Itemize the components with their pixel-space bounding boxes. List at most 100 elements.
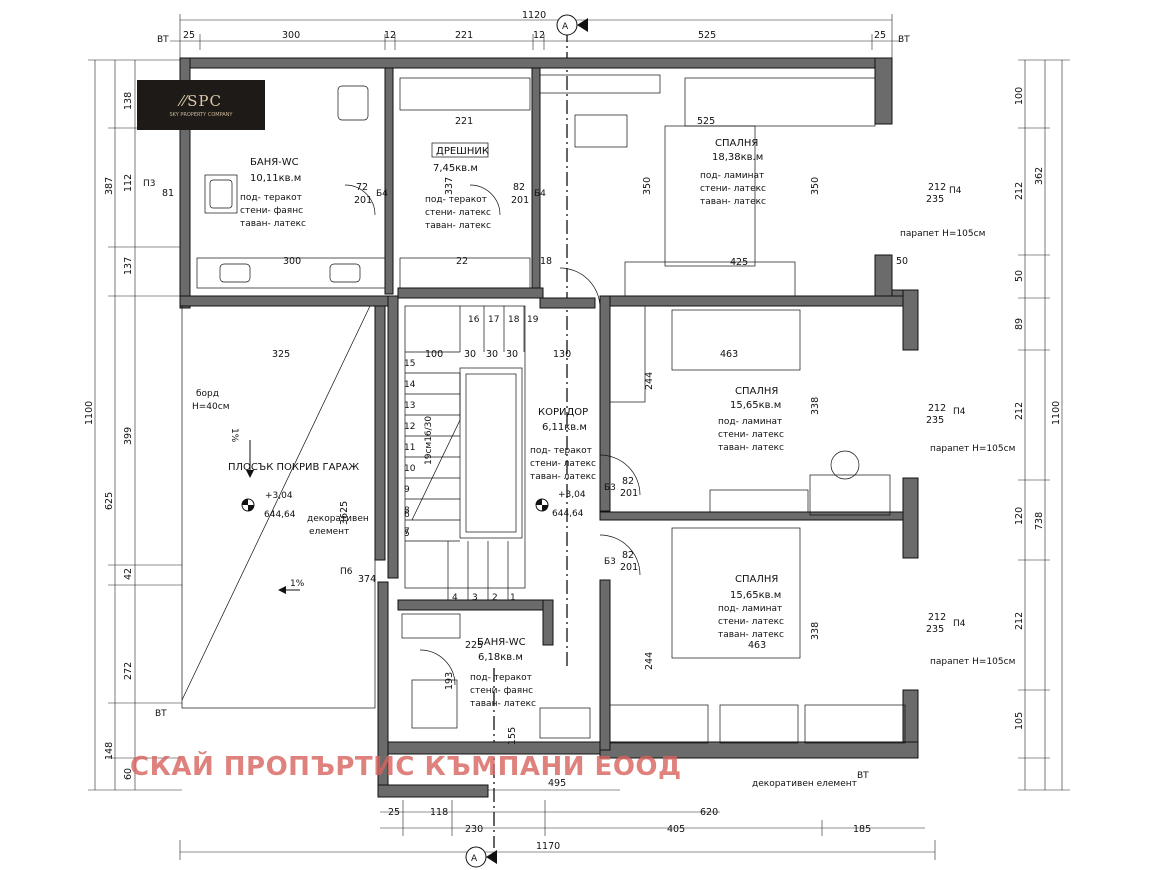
closet-ceiling: таван- латекс bbox=[425, 221, 491, 231]
dim-top-2: 300 bbox=[282, 30, 300, 41]
dim-left-387: 387 bbox=[104, 177, 115, 195]
bath2-floor: под- теракот bbox=[470, 673, 532, 683]
bath1-walls: стени- фаянс bbox=[240, 206, 303, 216]
parapet-label-3: парапет H=105см bbox=[930, 657, 1015, 667]
section-label-bottom: А bbox=[471, 854, 478, 864]
dim-inner-325: 325 bbox=[272, 349, 290, 360]
dim-left-81: 81 bbox=[162, 188, 174, 199]
fixtures bbox=[196, 74, 906, 744]
step-2: 2 bbox=[492, 593, 498, 603]
step-10: 10 bbox=[404, 464, 416, 474]
roof-level: +3,04 bbox=[265, 491, 293, 501]
corridor-level: +3,04 bbox=[558, 490, 586, 500]
bath1-floor: под- теракот bbox=[240, 193, 302, 203]
dim-right-100: 100 bbox=[1014, 87, 1025, 105]
step-19: 19 bbox=[527, 315, 539, 325]
dim-inner-463a: 463 bbox=[720, 349, 738, 360]
step-4: 4 bbox=[452, 593, 458, 603]
step-5: 5 bbox=[404, 529, 410, 539]
bath2-name: БАНЯ-WC bbox=[477, 637, 526, 648]
bed1-name: СПАЛНЯ bbox=[715, 138, 758, 149]
dim-left-112: 112 bbox=[123, 174, 134, 192]
bed2-walls: стени- латекс bbox=[718, 430, 784, 440]
corridor-floor: под- теракот bbox=[530, 446, 592, 456]
corridor-walls: стени- латекс bbox=[530, 459, 596, 469]
dim-inner-50: 50 bbox=[896, 256, 908, 267]
vt-bottom: ВТ bbox=[857, 771, 869, 781]
dim-right-212c: 212 bbox=[1014, 612, 1025, 630]
section-label-top: А bbox=[562, 22, 569, 32]
step-11: 11 bbox=[404, 443, 415, 453]
dim-left-60: 60 bbox=[123, 768, 134, 780]
tag-p4c: П4 bbox=[953, 619, 966, 629]
dim-inner-30b: 30 bbox=[486, 349, 498, 360]
dim-right-362: 362 bbox=[1034, 167, 1045, 185]
step-7: 7 bbox=[404, 527, 410, 537]
bath1-ceiling: таван- латекс bbox=[240, 219, 306, 229]
dim-top-6: 525 bbox=[698, 30, 716, 41]
dim-inner-18: 18 bbox=[540, 256, 552, 267]
bed3-ceiling: таван- латекс bbox=[718, 630, 784, 640]
tag-b3a: Б3 bbox=[604, 483, 616, 493]
bath2-ceiling: таван- латекс bbox=[470, 699, 536, 709]
step-16: 16 bbox=[468, 315, 480, 325]
dim-inner-225: 225 bbox=[465, 640, 483, 651]
dim-right-212a: 212 bbox=[1014, 182, 1025, 200]
closet-walls: стени- латекс bbox=[425, 208, 491, 218]
win-dim-212b: 212 bbox=[928, 403, 946, 414]
dim-right-120: 120 bbox=[1014, 507, 1025, 525]
door-dim-72a: 72 bbox=[356, 182, 368, 193]
bath1-name: БАНЯ-WC bbox=[250, 157, 299, 168]
bed1-ceiling: таван- латекс bbox=[700, 197, 766, 207]
door-dim-201d: 201 bbox=[620, 562, 638, 573]
tag-p6: П6 bbox=[340, 567, 353, 577]
step-15: 15 bbox=[404, 359, 415, 369]
parapet-label-2: парапет H=105см bbox=[930, 444, 1015, 454]
win-dim-235a: 235 bbox=[926, 194, 944, 205]
dim-244a: 244 bbox=[644, 372, 655, 390]
roof-border-2: H=40см bbox=[192, 402, 230, 412]
dim-left-138: 138 bbox=[123, 92, 134, 110]
dim-right-89: 89 bbox=[1014, 318, 1025, 330]
dim-350b: 350 bbox=[810, 177, 821, 195]
dim-top-1: 25 bbox=[183, 30, 195, 41]
closet-label-box bbox=[431, 142, 489, 158]
roof-abs: 644,64 bbox=[264, 510, 296, 520]
vt-top-left: ВТ bbox=[157, 35, 169, 45]
tag-p3: П3 bbox=[143, 179, 156, 189]
bed2-floor: под- ламинат bbox=[718, 417, 782, 427]
dim-inner-30a: 30 bbox=[464, 349, 476, 360]
step-14: 14 bbox=[404, 380, 416, 390]
dim-inner-463b: 463 bbox=[748, 640, 766, 651]
dim-right-738: 738 bbox=[1034, 512, 1045, 530]
dim-left-374: 374 bbox=[358, 574, 376, 585]
garage-roof bbox=[181, 305, 376, 709]
tag-b3b: Б3 bbox=[604, 557, 616, 567]
level-marker-corridor bbox=[535, 498, 549, 512]
logo-mark: ⁄⁄SPC bbox=[180, 92, 222, 110]
walls bbox=[179, 57, 919, 798]
dim-top-7: 25 bbox=[874, 30, 886, 41]
step-3: 3 bbox=[472, 593, 478, 603]
dim-bottom-25a: 25 bbox=[388, 807, 400, 818]
dim-left-272: 272 bbox=[123, 662, 134, 680]
dim-338a: 338 bbox=[810, 397, 821, 415]
roof-deco-2: елемент bbox=[309, 527, 349, 537]
dim-193: 193 bbox=[444, 672, 455, 690]
dim-right-105: 105 bbox=[1014, 712, 1025, 730]
dim-inner-22: 22 bbox=[456, 256, 468, 267]
section-marker-top bbox=[556, 14, 588, 36]
roof-name: ПЛОСЪК ПОКРИВ ГАРАЖ bbox=[228, 462, 359, 473]
dim-inner-130: 130 bbox=[553, 349, 571, 360]
dim-left-3625: 3625 bbox=[339, 501, 350, 525]
dim-bottom-230: 230 bbox=[465, 824, 483, 835]
dim-inner-221: 221 bbox=[455, 116, 473, 127]
dim-right-212b: 212 bbox=[1014, 402, 1025, 420]
dim-inner-525: 525 bbox=[697, 116, 715, 127]
dim-bottom-1170: 1170 bbox=[536, 841, 560, 852]
bath2-area: 6,18кв.м bbox=[478, 652, 523, 663]
bed2-ceiling: таван- латекс bbox=[718, 443, 784, 453]
roof-border-1: борд bbox=[196, 389, 219, 399]
tag-p4a: П4 bbox=[949, 186, 962, 196]
closet-area: 7,45кв.м bbox=[433, 163, 478, 174]
